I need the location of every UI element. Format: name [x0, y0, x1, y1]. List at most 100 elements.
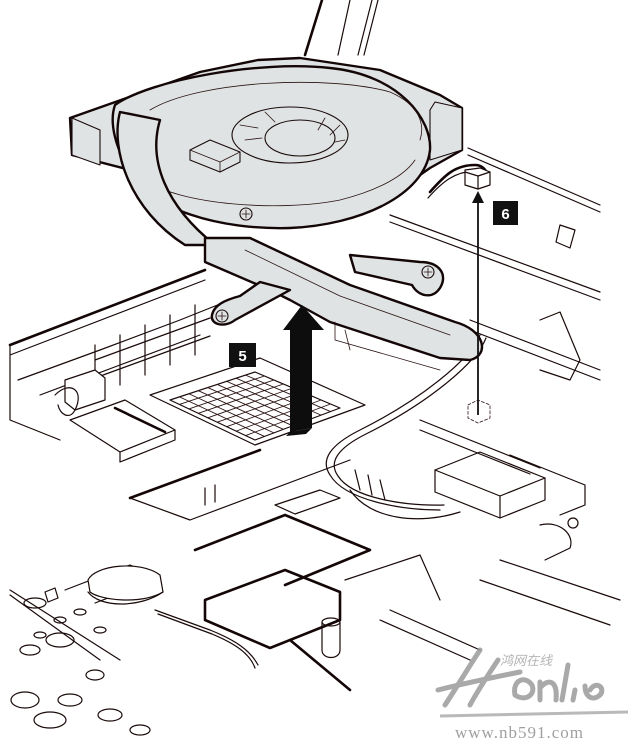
watermark-script-o — [512, 677, 536, 701]
grid-line-b — [198, 383, 284, 414]
lid-edge-lines — [337, 0, 379, 56]
connector-arrow-icon — [472, 191, 484, 203]
frame-edge-left — [8, 268, 207, 347]
small-slot — [555, 224, 576, 249]
frame-rib-1 — [17, 299, 231, 381]
callout-step-6: 6 — [493, 201, 518, 225]
perforation-hole — [57, 693, 83, 707]
screw-hole — [567, 517, 579, 529]
memory-block-edges — [434, 469, 546, 519]
coin-battery-edge — [87, 591, 164, 605]
grid-line-b — [179, 375, 265, 405]
fan-label-pad-edges — [189, 149, 241, 173]
watermark-script-n — [537, 679, 559, 703]
lower-right-rails — [479, 559, 621, 626]
grid-line-a — [245, 374, 331, 412]
right-slot — [509, 454, 586, 516]
lower-post — [204, 484, 216, 506]
right-rails — [469, 319, 601, 381]
perforation-hole — [23, 597, 47, 609]
card-slot-contacts — [113, 406, 167, 434]
right-rounded-part — [539, 523, 572, 561]
callout-5-box — [229, 343, 256, 367]
standoff-top — [321, 617, 341, 627]
grid-line-b — [217, 391, 303, 423]
bay-outline-1 — [193, 513, 372, 587]
left-cable-loop — [54, 387, 79, 417]
left-connector-block — [64, 369, 106, 411]
heat-pipe-center-line — [244, 249, 451, 336]
watermark-url: www.nb591.com — [455, 723, 584, 742]
system-board-frame — [8, 0, 601, 463]
heat-pipe-fins — [334, 321, 441, 371]
perforation-hole — [129, 724, 151, 736]
frame-left-wall — [9, 279, 206, 441]
fan-inner-ring — [149, 81, 423, 141]
screw-fan-slot — [241, 209, 251, 219]
grid-line-b — [245, 403, 331, 436]
lift-arrow-base — [286, 428, 312, 436]
socket-outline — [149, 357, 366, 446]
fan-label-pad — [189, 139, 241, 173]
cable-2 — [333, 337, 487, 506]
grid-line-a — [207, 387, 293, 427]
watermark-script-line — [559, 662, 605, 703]
lower-long-edge — [288, 638, 352, 692]
fan-heatsink-assembly — [68, 56, 484, 371]
cable-harness — [325, 334, 487, 520]
lid-edge-line — [303, 0, 324, 57]
fan-lower-ring — [144, 159, 416, 207]
board-edge-lines — [419, 419, 541, 475]
perforation-hole — [73, 608, 87, 616]
cable-3 — [349, 489, 461, 520]
standoff-post — [321, 621, 341, 659]
cable-plugs — [354, 469, 386, 501]
heat-sink-bracket-right — [348, 253, 445, 297]
hex-standoff — [467, 399, 491, 424]
perforation-hole — [33, 711, 67, 729]
fan-hub — [264, 119, 336, 157]
lower-frame-wall — [129, 459, 351, 521]
grid-line-b — [188, 379, 275, 410]
socket-grid-lines — [179, 374, 331, 437]
card-slot — [69, 399, 176, 453]
perforation-hole — [53, 616, 67, 624]
fan-connector-group — [427, 163, 491, 199]
lower-frame — [9, 448, 481, 736]
fan-connector-edges — [464, 171, 491, 190]
cpu-socket-grid — [149, 357, 366, 446]
grid-line-b — [207, 387, 293, 419]
perforation-hole — [85, 669, 105, 681]
vent-rails — [94, 317, 211, 379]
watermark-script-h — [435, 647, 523, 708]
cable-1 — [325, 334, 481, 511]
card-slot-edge — [119, 429, 176, 463]
grid-line-a — [217, 384, 303, 423]
battery-cable — [154, 609, 259, 669]
screw-left-slot — [217, 311, 227, 321]
callout-5-label: 5 — [238, 348, 246, 365]
watermark-chinese-text: 鸿网在线 — [500, 654, 553, 669]
rail-middle — [389, 214, 601, 301]
perforation-hole — [45, 632, 75, 648]
coin-battery — [87, 565, 164, 601]
callout-step-5: 5 — [229, 343, 256, 367]
right-bracket — [539, 311, 581, 381]
rail-upper — [467, 147, 601, 213]
perforation-hole — [33, 631, 47, 639]
grid-line-a — [188, 393, 275, 434]
heat-sink-bracket-left — [210, 280, 292, 326]
grid-line-a — [198, 390, 284, 430]
lift-arrow-icon — [283, 305, 324, 432]
chip-square — [274, 489, 341, 515]
perforation-hole — [10, 691, 40, 709]
battery-clip — [44, 587, 59, 603]
perforation-hole — [97, 708, 123, 722]
grid-line-a — [179, 396, 265, 437]
callout-6-box — [493, 201, 518, 225]
fan-blades — [239, 111, 346, 143]
screw-right-slot — [423, 267, 433, 277]
callout-6-label: 6 — [501, 206, 509, 223]
fan-housing-side — [71, 117, 101, 166]
perforation-hole — [19, 644, 41, 656]
